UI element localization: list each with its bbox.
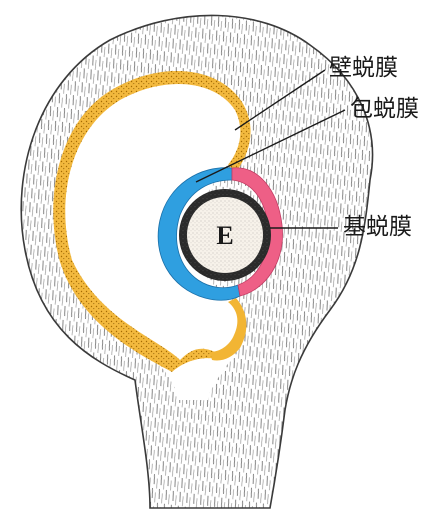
decidua-parietalis-dots bbox=[53, 71, 251, 373]
embryo-label: E bbox=[216, 221, 233, 250]
leader-line-capsularis bbox=[195, 109, 346, 183]
decidua-parietalis-lower bbox=[210, 298, 247, 361]
label-decidua-capsularis: 包蜕膜 bbox=[350, 96, 419, 122]
leader-line-parietalis bbox=[234, 69, 326, 131]
decidua-basalis-layer bbox=[231, 167, 283, 297]
label-decidua-parietalis: 壁蜕膜 bbox=[329, 55, 398, 81]
label-decidua-basalis: 基蜕膜 bbox=[343, 214, 412, 240]
embryo-inner-texture bbox=[187, 197, 263, 273]
